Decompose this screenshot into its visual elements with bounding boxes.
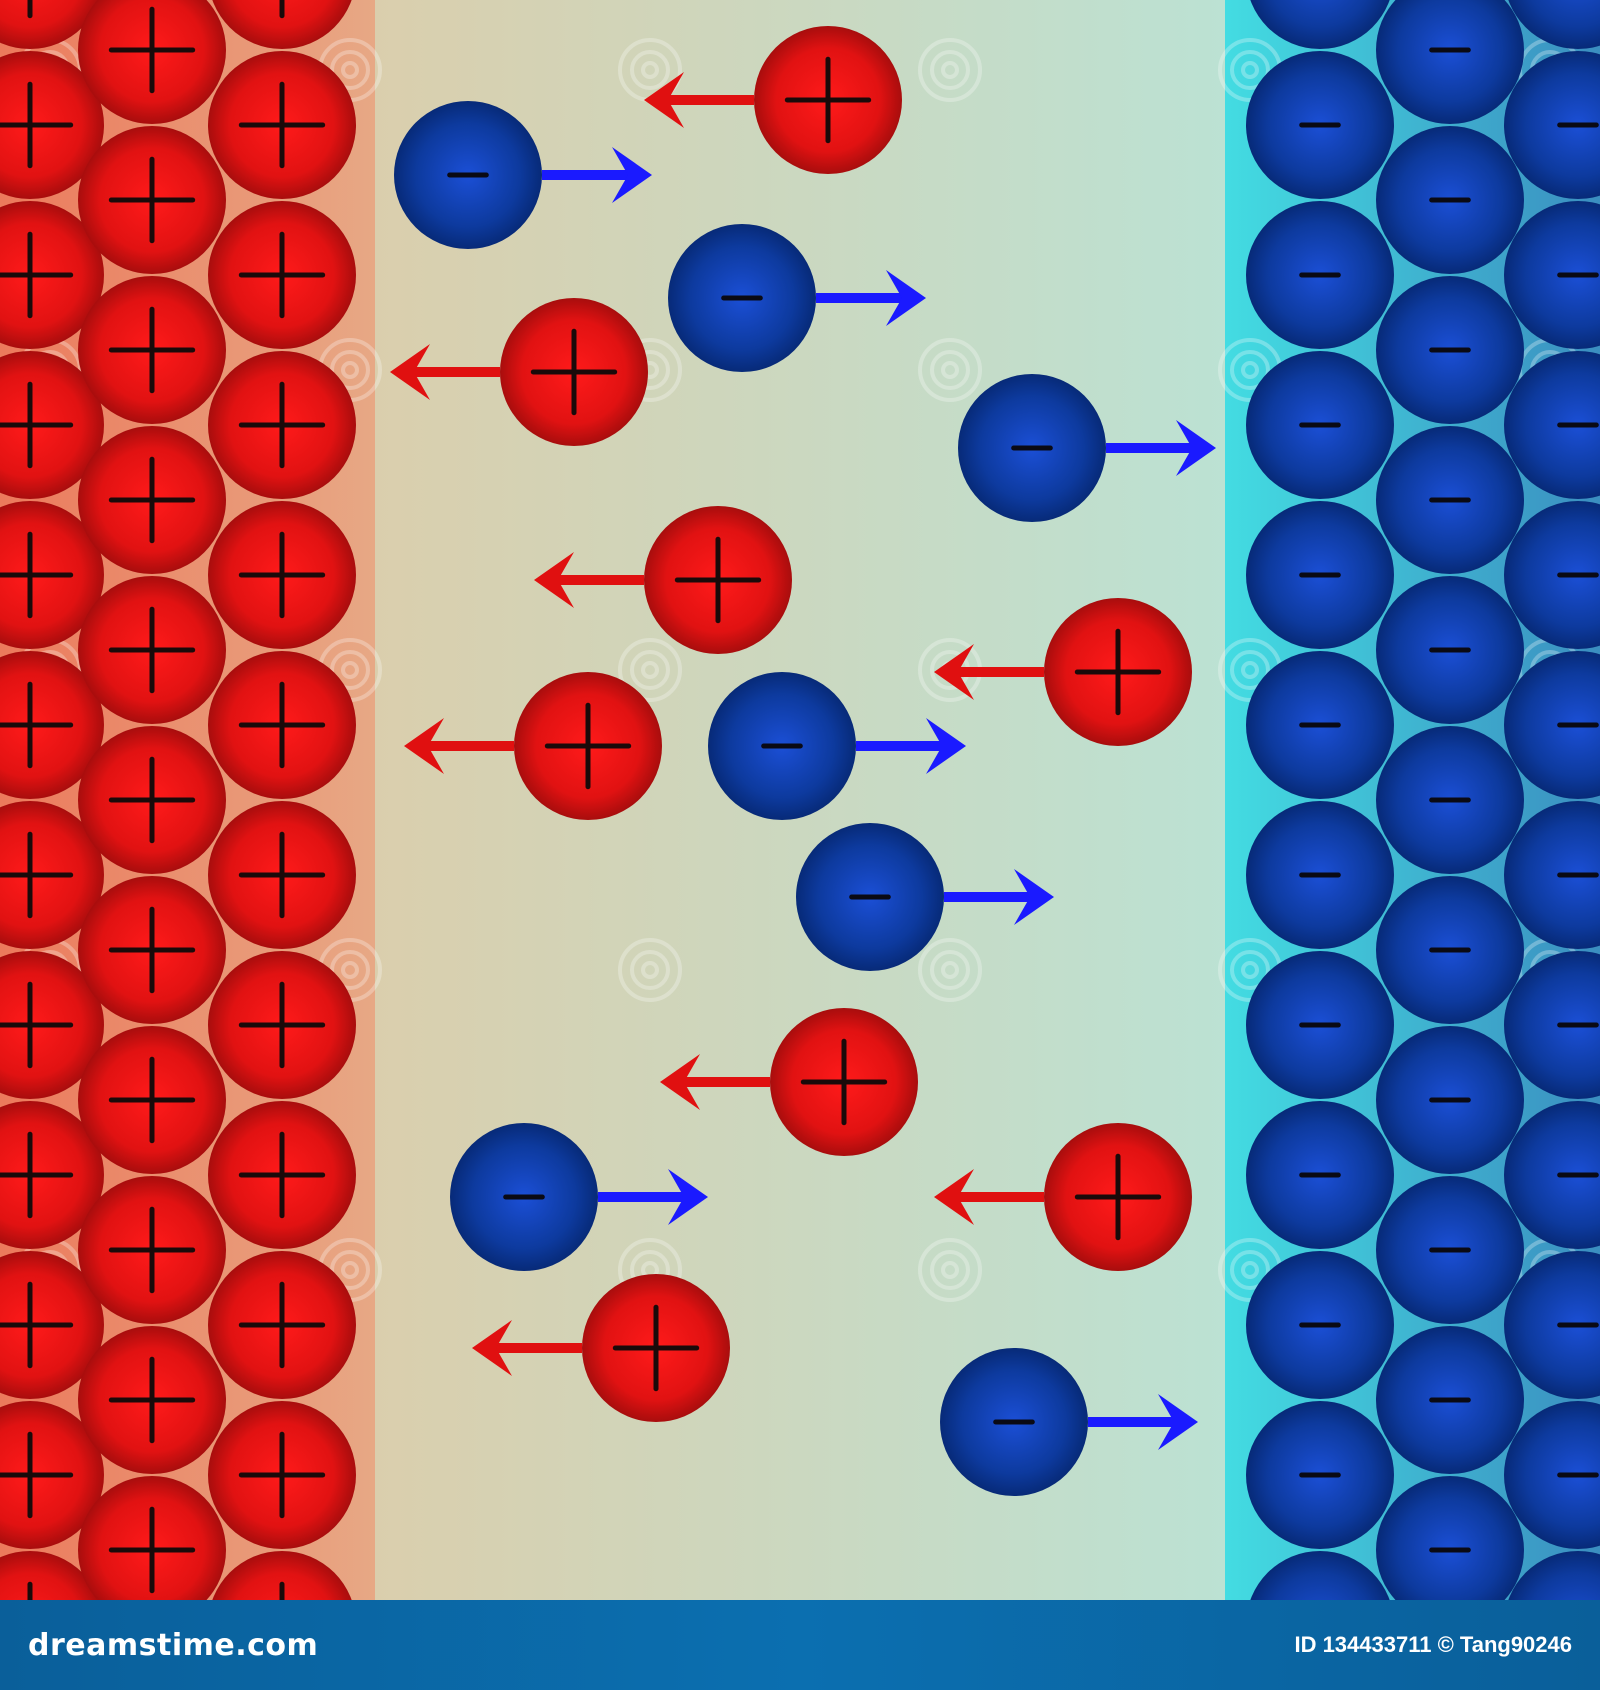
positive-ion bbox=[78, 126, 226, 274]
positive-ion bbox=[514, 672, 662, 820]
negative-ion bbox=[1246, 51, 1394, 199]
negative-ion bbox=[450, 1123, 598, 1271]
brand-text[interactable]: dreamstime.com bbox=[28, 1628, 318, 1663]
ion-diagram-canvas bbox=[0, 0, 1600, 1600]
negative-ion bbox=[1376, 576, 1524, 724]
negative-ion bbox=[1376, 1026, 1524, 1174]
positive-ion bbox=[770, 1008, 918, 1156]
negative-ion bbox=[1246, 1251, 1394, 1399]
negative-ion bbox=[1246, 651, 1394, 799]
positive-ion bbox=[78, 726, 226, 874]
positive-ion bbox=[1044, 1123, 1192, 1271]
negative-ion bbox=[1246, 501, 1394, 649]
negative-ion bbox=[958, 374, 1106, 522]
ion-diagram bbox=[0, 0, 1600, 1600]
negative-ion bbox=[1376, 1326, 1524, 1474]
positive-ion bbox=[78, 576, 226, 724]
negative-ion bbox=[940, 1348, 1088, 1496]
positive-ion bbox=[78, 1026, 226, 1174]
positive-ion bbox=[1044, 598, 1192, 746]
negative-ion bbox=[1376, 276, 1524, 424]
negative-ion bbox=[1376, 126, 1524, 274]
positive-ion bbox=[208, 1401, 356, 1549]
positive-ion bbox=[78, 876, 226, 1024]
negative-ion bbox=[796, 823, 944, 971]
positive-ion bbox=[500, 298, 648, 446]
negative-ion bbox=[708, 672, 856, 820]
negative-ion bbox=[1246, 1401, 1394, 1549]
positive-ion bbox=[208, 351, 356, 499]
footer-bar: dreamstime.com ID 134433711 © Tang90246 bbox=[0, 1600, 1600, 1690]
positive-ion bbox=[78, 426, 226, 574]
negative-ion bbox=[1376, 1176, 1524, 1324]
negative-ion bbox=[1246, 351, 1394, 499]
negative-ion bbox=[1246, 1101, 1394, 1249]
positive-ion bbox=[644, 506, 792, 654]
positive-ion bbox=[208, 51, 356, 199]
negative-ion bbox=[394, 101, 542, 249]
negative-ion bbox=[1246, 201, 1394, 349]
positive-ion bbox=[208, 201, 356, 349]
negative-ion bbox=[1246, 951, 1394, 1099]
positive-ion bbox=[208, 1251, 356, 1399]
positive-ion bbox=[208, 501, 356, 649]
positive-ion bbox=[78, 276, 226, 424]
positive-ion bbox=[208, 801, 356, 949]
negative-ion bbox=[1246, 801, 1394, 949]
negative-ion bbox=[1376, 726, 1524, 874]
negative-ion bbox=[1376, 426, 1524, 574]
positive-ion bbox=[582, 1274, 730, 1422]
image-credit: ID 134433711 © Tang90246 bbox=[1294, 1632, 1572, 1658]
positive-ion bbox=[208, 651, 356, 799]
positive-ion bbox=[78, 1176, 226, 1324]
positive-ion bbox=[78, 1326, 226, 1474]
negative-ion bbox=[1376, 876, 1524, 1024]
positive-ion bbox=[754, 26, 902, 174]
positive-ion bbox=[208, 951, 356, 1099]
negative-ion bbox=[668, 224, 816, 372]
positive-ion bbox=[208, 1101, 356, 1249]
